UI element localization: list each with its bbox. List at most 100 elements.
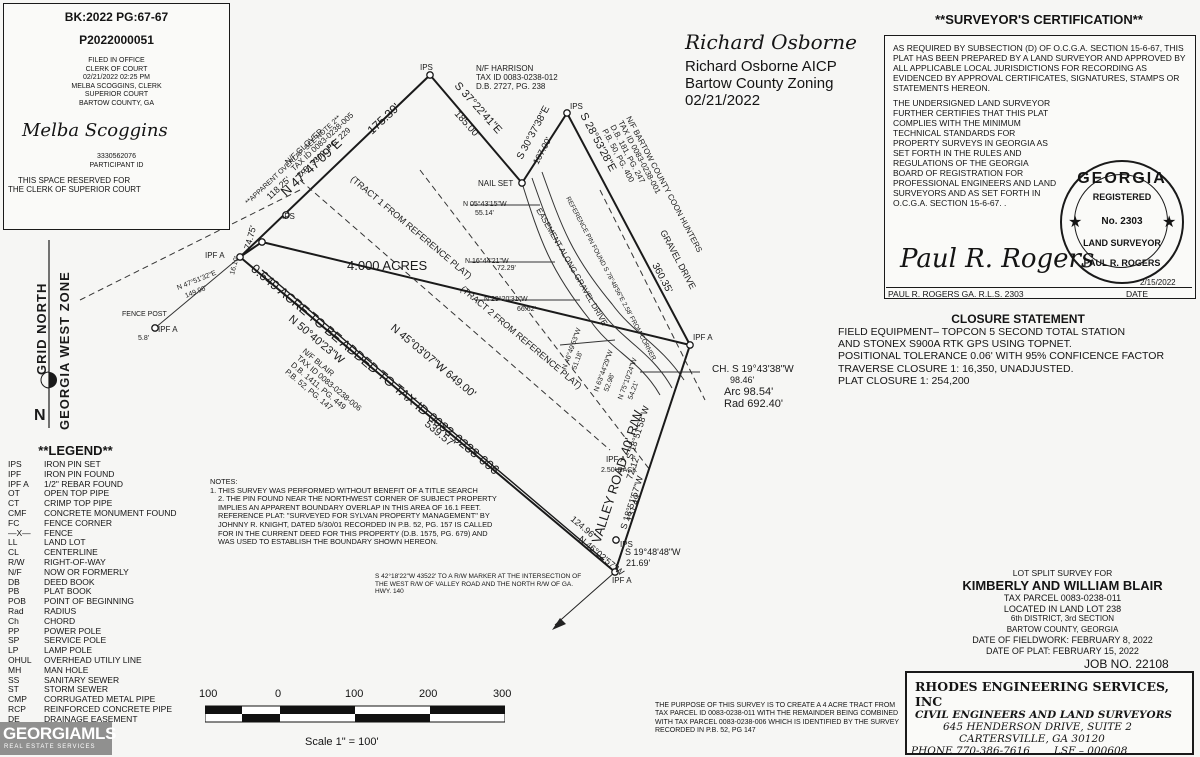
scale-tick-label: 200 xyxy=(419,688,438,700)
surveyor-signature-mark: Paul R. Rogers xyxy=(900,244,1095,274)
legend-description: IRON PIN SET xyxy=(44,459,101,469)
legend-description: DRAINAGE EASEMENT xyxy=(44,713,138,724)
seal-land-surveyor: LAND SURVEYOR xyxy=(1083,238,1161,248)
north-letter: N xyxy=(34,407,46,424)
legend-abbreviation: IPF xyxy=(8,468,22,479)
signature-line xyxy=(886,287,1192,288)
pin-marker xyxy=(426,71,434,79)
signature-date: 2/15/2022 xyxy=(1140,278,1176,287)
tie-arrow-head xyxy=(552,618,566,630)
scale-bar-graphic xyxy=(205,705,505,723)
seal-registered: REGISTERED xyxy=(1092,192,1152,202)
radius-label: Rad 692.40' xyxy=(724,398,783,410)
legend-description: STORM SEWER xyxy=(44,684,109,695)
east-boundary-line-1 xyxy=(429,74,523,184)
pin-marker xyxy=(563,109,571,117)
certification-paragraph-2: THE UNDERSIGNED LAND SURVEYOR FURTHER CE… xyxy=(893,98,1057,208)
fence-tie-line xyxy=(154,256,241,329)
seal-state: GEORGIA xyxy=(1077,170,1167,187)
legend-description: OPEN TOP PIPE xyxy=(44,488,110,499)
legend-description: LAMP POLE xyxy=(44,645,93,656)
ipf-a-label: IPF A xyxy=(205,251,225,260)
glover-adjoiner: N/F GLOVERTAX ID 0083-0238-005D.B. 3392,… xyxy=(283,104,362,180)
sw-distance: 21.69' xyxy=(626,558,651,568)
zoning-approval: Richard Osborne Richard Osborne AICP Bar… xyxy=(685,30,875,109)
legend-abbreviation: DB xyxy=(8,576,20,587)
title-block: LOT SPLIT SURVEY FOR KIMBERLY AND WILLIA… xyxy=(935,568,1190,656)
gd-dist-3: 66.62' xyxy=(517,306,536,313)
company-tagline: CIVIL ENGINEERS AND LAND SURVEYORS xyxy=(915,709,1172,721)
legend-description: OVERHEAD UTILIY LINE xyxy=(44,654,142,665)
leader-line xyxy=(559,339,616,346)
legend-abbreviation: IPF A xyxy=(8,478,29,489)
gravel-drive-edge xyxy=(541,171,685,381)
ipf-a-label: IPF A xyxy=(693,333,713,342)
ips-label: IPS xyxy=(420,63,433,72)
legend-description: POINT OF BEGINNING xyxy=(44,596,135,607)
legend-abbreviation: LL xyxy=(8,537,18,548)
legend-abbreviation: N/F xyxy=(8,566,22,577)
north-distance: 175.39' xyxy=(364,100,402,137)
legend-abbreviation: OT xyxy=(8,488,20,499)
easement-line xyxy=(521,182,661,396)
legend-abbreviation: MH xyxy=(8,664,22,675)
zoning-department: Bartow County Zoning xyxy=(685,75,834,92)
legend-item: OT OPEN TOP PIPE xyxy=(8,489,203,499)
watermark-subtitle: REAL ESTATE SERVICES xyxy=(4,744,96,750)
title-details: TAX PARCEL 0083-0238-011 LOCATED IN LAND… xyxy=(972,593,1153,656)
ips-label: IPS xyxy=(282,212,295,221)
legend-abbreviation: CT xyxy=(8,498,20,509)
seal-number: No. 2303 xyxy=(1101,216,1143,227)
sw-bearing: S 19°48'48"W xyxy=(625,547,681,557)
zoning-signature: Richard Osborne xyxy=(685,30,857,54)
surveyor-seal: GEORGIA REGISTERED No. 2303 LAND SURVEYO… xyxy=(1060,160,1184,284)
pin-marker xyxy=(258,238,266,246)
legend-item: —X—FENCE xyxy=(8,527,203,539)
client-name: KIMBERLY AND WILLIAM BLAIR xyxy=(962,578,1163,593)
easement-label: EASEMENT ALONG GRAVEL DRIVE xyxy=(534,207,609,328)
purpose-note: THE PURPOSE OF THIS SURVEY IS TO CREATE … xyxy=(655,702,899,734)
pin-marker xyxy=(518,179,526,187)
certification-paragraph-1: AS REQUIRED BY SUBSECTION (d) OF O.C.G.A… xyxy=(893,43,1186,93)
title-heading: LOT SPLIT SURVEY FOR xyxy=(1012,568,1113,578)
legend-description: LAND LOT xyxy=(44,537,86,548)
pin-marker xyxy=(282,211,290,219)
note-item: 2. THE PIN FOUND NEAR THE NORTHWEST CORN… xyxy=(218,494,497,547)
legend-abbreviation: R/W xyxy=(8,556,25,567)
company-address-2: CARTERSVILLE, GA 30120 xyxy=(959,733,1105,745)
ipf-back-label: 2.50' BACK xyxy=(601,467,637,474)
north-arrow xyxy=(40,240,57,428)
legend-description: 1/2" REBAR FOUND xyxy=(44,478,124,489)
acreage-label: 4.000 ACRES xyxy=(347,258,428,273)
legend-abbreviation: RCP xyxy=(8,703,26,714)
reserved-space: THIS SPACE RESERVED FOR THE CLERK OF SUP… xyxy=(8,176,141,194)
legend-abbreviation: —X— xyxy=(8,527,31,538)
scale-caption: Scale 1" = 100' xyxy=(305,736,379,748)
surveyor-credential: PAUL R. ROGERS GA. R.L.S. 2303 xyxy=(888,289,1024,299)
legend-description: PLAT BOOK xyxy=(44,586,92,597)
legend-description: CONCRETE MONUMENT FOUND xyxy=(44,507,177,518)
reference-tract-line xyxy=(299,179,611,451)
easement-line xyxy=(531,177,673,389)
legend-abbreviation: LP xyxy=(8,645,19,656)
east-boundary-line-2 xyxy=(521,112,568,184)
tie-arrow-line xyxy=(554,571,616,626)
fence-line xyxy=(79,189,301,301)
gravel-drive-line xyxy=(599,189,706,401)
closure-title: CLOSURE STATEMENT xyxy=(951,312,1085,326)
mls-watermark: GEORGIAMLS REAL ESTATE SERVICES xyxy=(0,722,116,755)
west-distance: 16.10' xyxy=(229,255,241,275)
legend-abbreviation: CMF xyxy=(8,507,27,518)
